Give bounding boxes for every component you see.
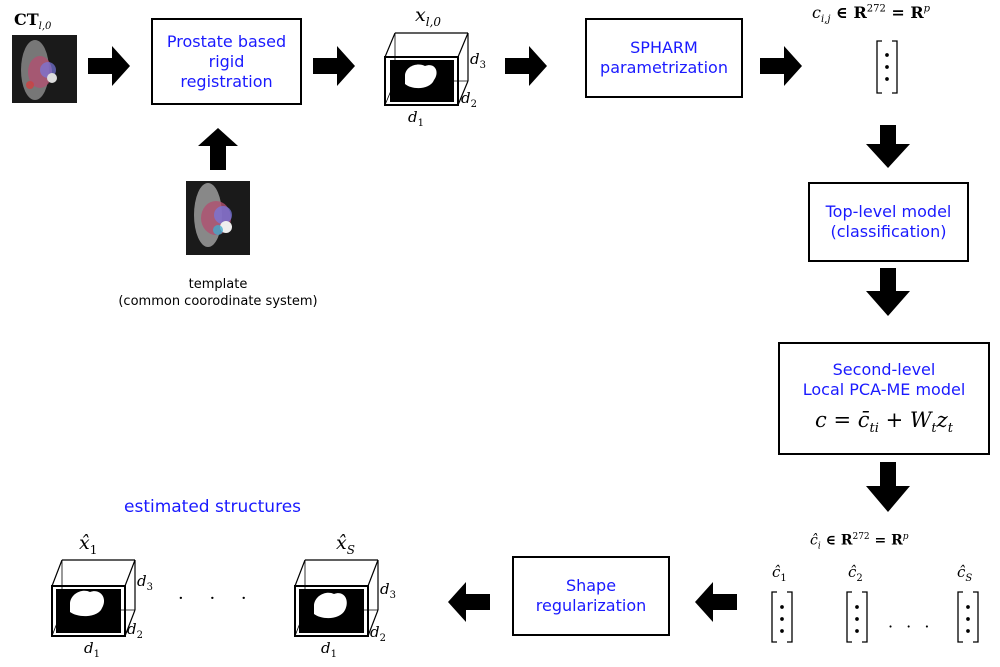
template-caption-line2: (common coorodinate system) [118,294,318,309]
cS-label: ĉS [957,563,973,584]
volume-xS [294,559,379,637]
vector-c1-bracket [771,591,793,643]
registration-line2: rigid [208,51,245,71]
c-ellipsis: · · · [888,617,934,636]
arrow-down-2 [866,268,910,316]
second-level-box: Second-level Local PCA-ME model c = c̄ti… [778,342,990,455]
volume-xl0 [384,32,469,106]
volume-x1 [51,559,136,637]
cij-formula: ci,j ∈ R272 = Rp [812,3,931,26]
spharm-line1: SPHARM [630,38,698,57]
registration-line1: Prostate based [166,31,287,51]
second-level-line2: Local PCA-ME model [802,380,966,400]
vector-cij-bracket [876,40,898,94]
xS-d3: d3 [380,580,396,601]
template-caption: template (common coorodinate system) [88,276,348,310]
top-level-line2: (classification) [830,222,947,241]
arrow-up-template [198,128,238,170]
x1-d2: d2 [127,620,143,641]
ct-label: CTl,0 [14,10,52,33]
x1-d1: d1 [84,639,100,660]
xl0-d2: d2 [461,89,477,110]
x1-label: x̂1 [79,532,98,557]
shape-line2: regularization [535,596,647,615]
template-image [186,181,250,255]
vector-cS-bracket [957,591,979,643]
xS-d2: d2 [370,623,386,644]
top-level-box: Top-level model (classification) [808,182,969,262]
arrow-down-3 [866,462,910,512]
arrow-right-2 [313,46,355,86]
xl0-label: xl,0 [415,4,442,29]
registration-line3: registration [180,71,273,91]
estimated-structures-title: estimated structures [124,497,302,517]
second-level-formula: c = c̄ti + Wtzt [815,408,953,437]
spharm-box: SPHARM parametrization [585,18,743,98]
template-caption-line1: template [188,277,248,292]
arrow-left-2 [448,582,490,622]
c1-label: ĉ1 [772,563,787,584]
chat-formula: ĉi ∈ R272 = Rp [810,532,909,552]
xS-label: x̂S [336,532,355,557]
top-level-line1: Top-level model [825,202,952,221]
registration-box: Prostate based rigid registration [151,18,302,105]
arrow-right-4 [760,46,802,86]
xl0-d3: d3 [470,50,486,71]
arrow-left-1 [695,582,737,622]
second-level-line1: Second-level [832,360,936,380]
c2-label: ĉ2 [848,563,863,584]
arrow-right-3 [505,46,547,86]
shape-line1: Shape [565,576,617,595]
shape-regularization-box: Shape regularization [512,556,670,636]
arrow-down-1 [866,125,910,168]
estimated-ellipsis: · · · [178,588,257,609]
x1-d3: d3 [137,572,153,593]
vector-c2-bracket [846,591,868,643]
xS-d1: d1 [321,639,337,660]
arrow-right-1 [88,46,130,86]
xl0-d1: d1 [408,108,424,129]
ct-image [12,35,77,103]
spharm-line2: parametrization [600,58,728,77]
